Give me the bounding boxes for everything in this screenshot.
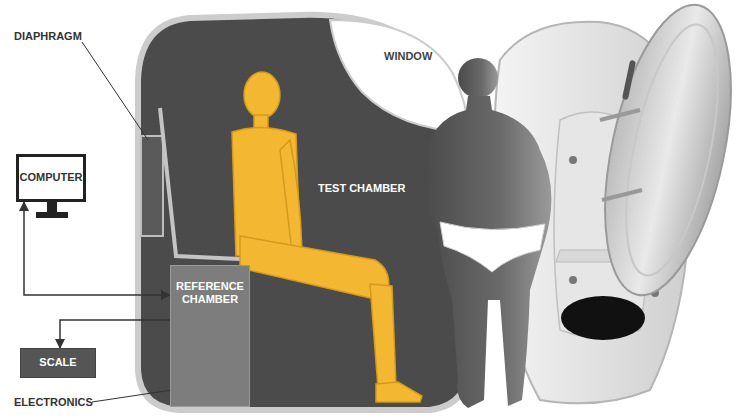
node-text: COMPUTER <box>20 171 83 184</box>
diaphragm <box>141 136 163 236</box>
part-label: TEST CHAMBER <box>318 182 405 195</box>
part-label: DIAPHRAGM <box>14 30 82 43</box>
part-label: ELECTRONICS <box>14 396 93 409</box>
seated-person <box>232 72 422 402</box>
pod-floor <box>561 296 645 340</box>
window-region <box>330 20 468 132</box>
pod-outline <box>138 15 470 410</box>
monitor-stand <box>47 202 57 212</box>
part-label: WINDOW <box>384 50 432 63</box>
seat <box>160 108 305 262</box>
computer-monitor: COMPUTER <box>16 154 86 202</box>
reference-chamber: REFERENCE CHAMBER <box>170 265 250 407</box>
node-text: SCALE <box>39 356 76 369</box>
signal-arrow <box>24 202 170 295</box>
man-silhouette <box>424 58 552 408</box>
leader-line <box>92 390 172 402</box>
scale-box: SCALE <box>20 348 96 378</box>
signal-arrow <box>60 320 170 348</box>
node-text: REFERENCE CHAMBER <box>175 280 245 306</box>
pod-lid <box>582 0 742 306</box>
leader-line <box>82 42 148 140</box>
monitor-base <box>36 212 68 218</box>
